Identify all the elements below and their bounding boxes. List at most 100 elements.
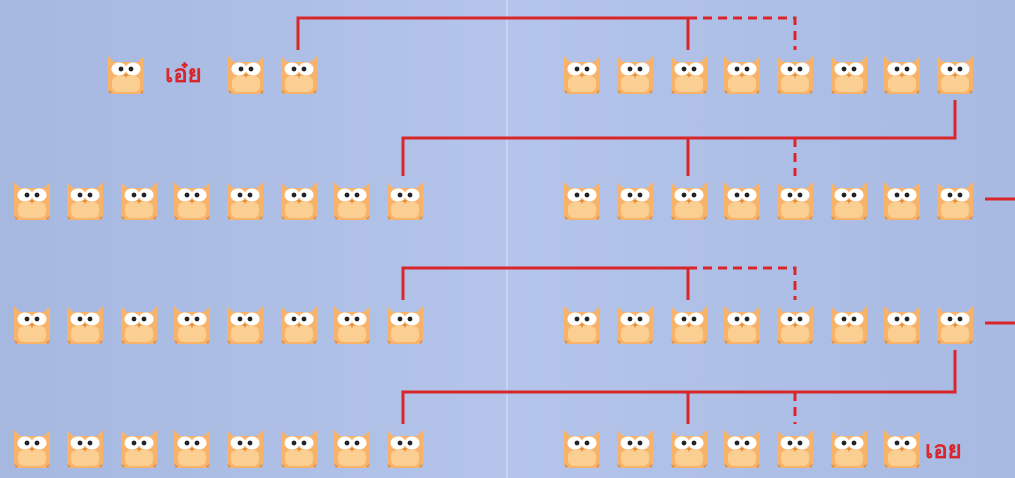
owl-row4-right-6	[827, 424, 871, 470]
owl-icon	[773, 300, 817, 346]
owl-icon	[880, 176, 924, 222]
owl-row2-left-5	[223, 176, 267, 222]
owl-row4-left-5	[223, 424, 267, 470]
owl-icon	[613, 50, 657, 96]
owl-row2-left-4	[170, 176, 214, 222]
owl-icon	[667, 50, 711, 96]
owl-icon	[170, 300, 214, 346]
owl-row1-right-7	[880, 50, 924, 96]
owl-row2-left-2	[63, 176, 107, 222]
owl-icon	[10, 176, 54, 222]
link-row1-to-row2	[403, 100, 955, 176]
owl-row4-right-3	[667, 424, 711, 470]
owl-row1-right-2	[613, 50, 657, 96]
owl-icon	[277, 50, 321, 96]
owl-icon	[224, 50, 268, 96]
link-row3-to-row4	[403, 350, 955, 424]
owl-row4-left-7	[330, 424, 374, 470]
owl-icon	[773, 50, 817, 96]
owl-row3-right-8	[933, 300, 977, 346]
owl-row4-right-4	[720, 424, 764, 470]
link-row1-dashed	[688, 18, 795, 50]
owl-icon	[170, 176, 214, 222]
owl-row3-left-4	[170, 300, 214, 346]
link-row1-solid	[298, 18, 688, 50]
owl-row4-left-3	[117, 424, 161, 470]
owl-icon	[613, 176, 657, 222]
owl-row4-right-5	[773, 424, 817, 470]
owl-row1-right-4	[720, 50, 764, 96]
owl-icon	[330, 424, 374, 470]
owl-icon	[63, 424, 107, 470]
owl-icon	[827, 300, 871, 346]
owl-icon	[63, 300, 107, 346]
owl-row3-left-2	[63, 300, 107, 346]
owl-icon	[560, 176, 604, 222]
owl-icon	[880, 300, 924, 346]
end-word: เอย	[925, 438, 962, 462]
owl-row2-right-6	[827, 176, 871, 222]
owl-icon	[667, 424, 711, 470]
owl-row1-right-1	[560, 50, 604, 96]
owl-row2-right-8	[933, 176, 977, 222]
owl-row3-left-6	[277, 300, 321, 346]
owl-icon	[880, 424, 924, 470]
owl-row2-right-2	[613, 176, 657, 222]
owl-icon	[223, 176, 267, 222]
owl-icon	[720, 176, 764, 222]
owl-row1-left-3	[277, 50, 321, 96]
link-row3-dashed	[688, 268, 795, 300]
owl-icon	[613, 300, 657, 346]
owl-icon	[330, 300, 374, 346]
owl-icon	[720, 50, 764, 96]
owl-row2-left-1	[10, 176, 54, 222]
owl-row3-right-6	[827, 300, 871, 346]
owl-row3-right-7	[880, 300, 924, 346]
owl-icon	[720, 300, 764, 346]
owl-row1-right-6	[827, 50, 871, 96]
owl-icon	[383, 300, 427, 346]
owl-icon	[223, 300, 267, 346]
owl-row2-right-5	[773, 176, 817, 222]
owl-row2-left-8	[383, 176, 427, 222]
owl-icon	[277, 424, 321, 470]
owl-icon	[170, 424, 214, 470]
owl-icon	[720, 424, 764, 470]
owl-row3-left-5	[223, 300, 267, 346]
owl-row4-right-2	[613, 424, 657, 470]
owl-row3-right-3	[667, 300, 711, 346]
owl-icon	[773, 176, 817, 222]
owl-row2-left-7	[330, 176, 374, 222]
owl-row4-left-2	[63, 424, 107, 470]
owl-row1-right-5	[773, 50, 817, 96]
owl-row2-left-6	[277, 176, 321, 222]
owl-icon	[277, 300, 321, 346]
owl-icon	[827, 424, 871, 470]
owl-icon	[880, 50, 924, 96]
owl-icon	[10, 424, 54, 470]
owl-row4-right-1	[560, 424, 604, 470]
owl-icon	[63, 176, 107, 222]
owl-icon	[773, 424, 817, 470]
owl-row4-left-1	[10, 424, 54, 470]
owl-row2-right-7	[880, 176, 924, 222]
owl-row3-left-7	[330, 300, 374, 346]
owl-row1-right-8	[933, 50, 977, 96]
owl-icon	[560, 424, 604, 470]
owl-icon	[10, 300, 54, 346]
owl-row2-right-1	[560, 176, 604, 222]
owl-icon	[933, 50, 977, 96]
owl-icon	[223, 424, 267, 470]
owl-icon	[933, 176, 977, 222]
owl-row3-left-3	[117, 300, 161, 346]
owl-row3-right-2	[613, 300, 657, 346]
owl-icon	[667, 176, 711, 222]
owl-icon	[383, 424, 427, 470]
owl-row3-right-5	[773, 300, 817, 346]
owl-icon	[330, 176, 374, 222]
link-row3-solid	[403, 268, 688, 300]
owl-row1-left-2	[224, 50, 268, 96]
owl-row1-left-1	[104, 50, 148, 96]
owl-icon	[104, 50, 148, 96]
owl-icon	[560, 300, 604, 346]
